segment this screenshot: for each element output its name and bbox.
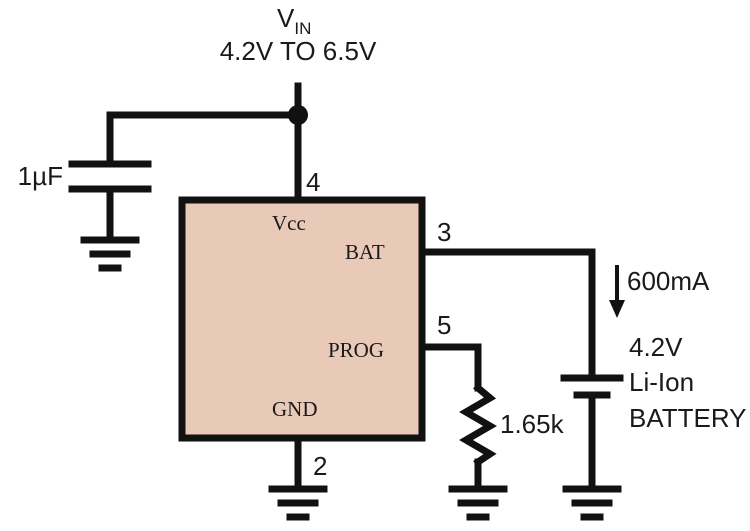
- battery-ground-icon: [562, 485, 622, 521]
- pin-bat-label: BAT: [345, 240, 385, 264]
- pin-3-number: 3: [437, 217, 451, 247]
- prog-wire: [418, 343, 482, 392]
- resistor-ground-icon: [448, 485, 508, 521]
- pin-vcc-label: Vcc: [272, 211, 306, 235]
- cap-top-wire: [106, 111, 302, 166]
- battery-type-label: BATTERY: [629, 403, 747, 433]
- capacitor-value-label: 1µF: [18, 161, 63, 191]
- charger-ic-body: [178, 196, 426, 442]
- cap-ground-icon: [80, 236, 140, 272]
- battery-chemistry-label: Li-Ion: [629, 367, 694, 397]
- current-arrow-icon: [609, 265, 625, 318]
- pin-4-number: 4: [306, 167, 320, 197]
- pin-5-number: 5: [437, 310, 451, 340]
- pin-prog-label: PROG: [328, 338, 384, 362]
- battery-voltage-label: 4.2V: [629, 332, 683, 362]
- program-resistor: [459, 383, 497, 467]
- charge-current-label: 600mA: [627, 266, 710, 296]
- pin-2-number: 2: [313, 451, 327, 481]
- resistor-value-label: 1.65k: [500, 409, 565, 439]
- vin-range-label: 4.2V TO 6.5V: [220, 36, 377, 66]
- bat-wire: [418, 248, 596, 379]
- pin-gnd-label: GND: [272, 397, 318, 421]
- vin-label: VIN: [277, 3, 311, 38]
- ic-ground-icon: [268, 485, 328, 521]
